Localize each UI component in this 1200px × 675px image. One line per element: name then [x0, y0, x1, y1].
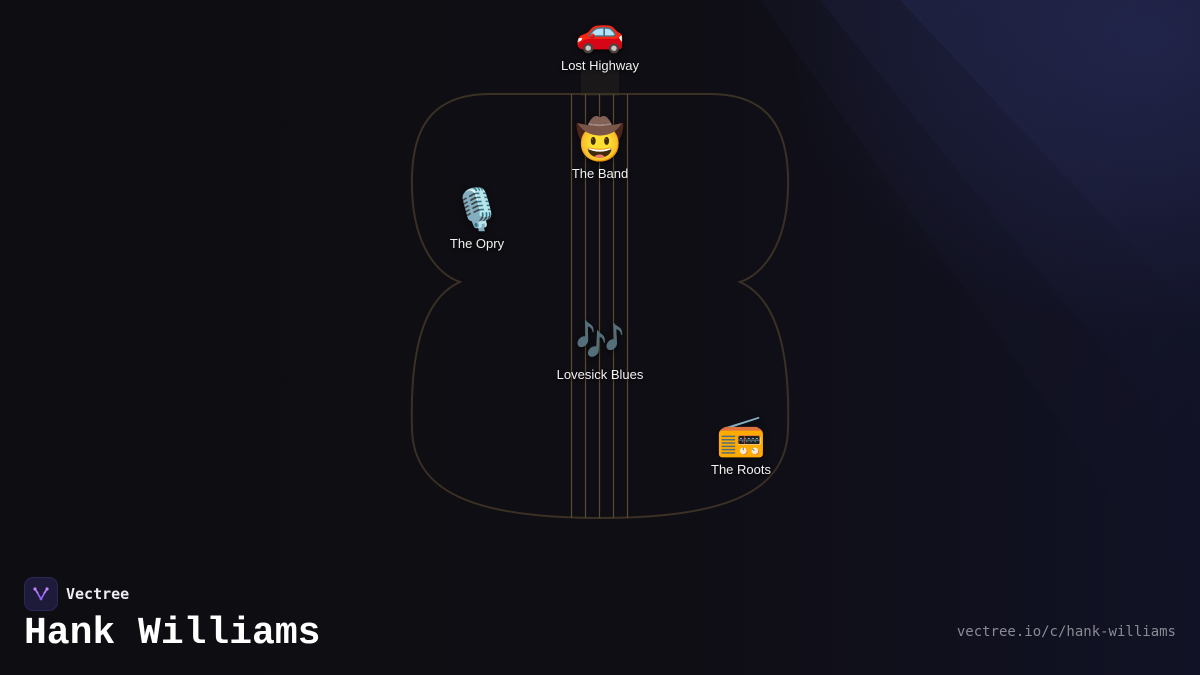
node-lovesick-blues[interactable]: 🎶 Lovesick Blues — [520, 317, 680, 383]
car-icon: 🚗 — [575, 9, 625, 55]
page-url[interactable]: vectree.io/c/hank-williams — [956, 624, 1176, 640]
radio-icon: 📻 — [716, 413, 766, 459]
brand-name: Vectree — [66, 585, 130, 603]
guitar-body — [410, 93, 790, 520]
vectree-logo-icon — [24, 577, 58, 611]
page-title: Hank Williams — [24, 612, 321, 655]
node-the-roots[interactable]: 📻 The Roots — [661, 412, 821, 478]
brand[interactable]: Vectree — [24, 577, 129, 611]
node-lost-highway[interactable]: 🚗 Lost Highway — [520, 8, 680, 74]
node-label: The Band — [571, 166, 629, 181]
node-the-opry[interactable]: 🎙️ The Opry — [397, 186, 557, 252]
cowboy-face-icon: 🤠 — [575, 117, 625, 163]
node-label: Lovesick Blues — [556, 367, 644, 382]
node-label: Lost Highway — [560, 58, 640, 73]
guitar-headstock — [581, 70, 619, 96]
music-notes-icon: 🎶 — [575, 318, 625, 364]
guitar-strings — [570, 94, 629, 518]
node-label: The Opry — [449, 236, 505, 251]
node-the-band[interactable]: 🤠 The Band — [520, 116, 680, 182]
microphone-icon: 🎙️ — [452, 187, 502, 233]
node-label: The Roots — [711, 462, 771, 477]
